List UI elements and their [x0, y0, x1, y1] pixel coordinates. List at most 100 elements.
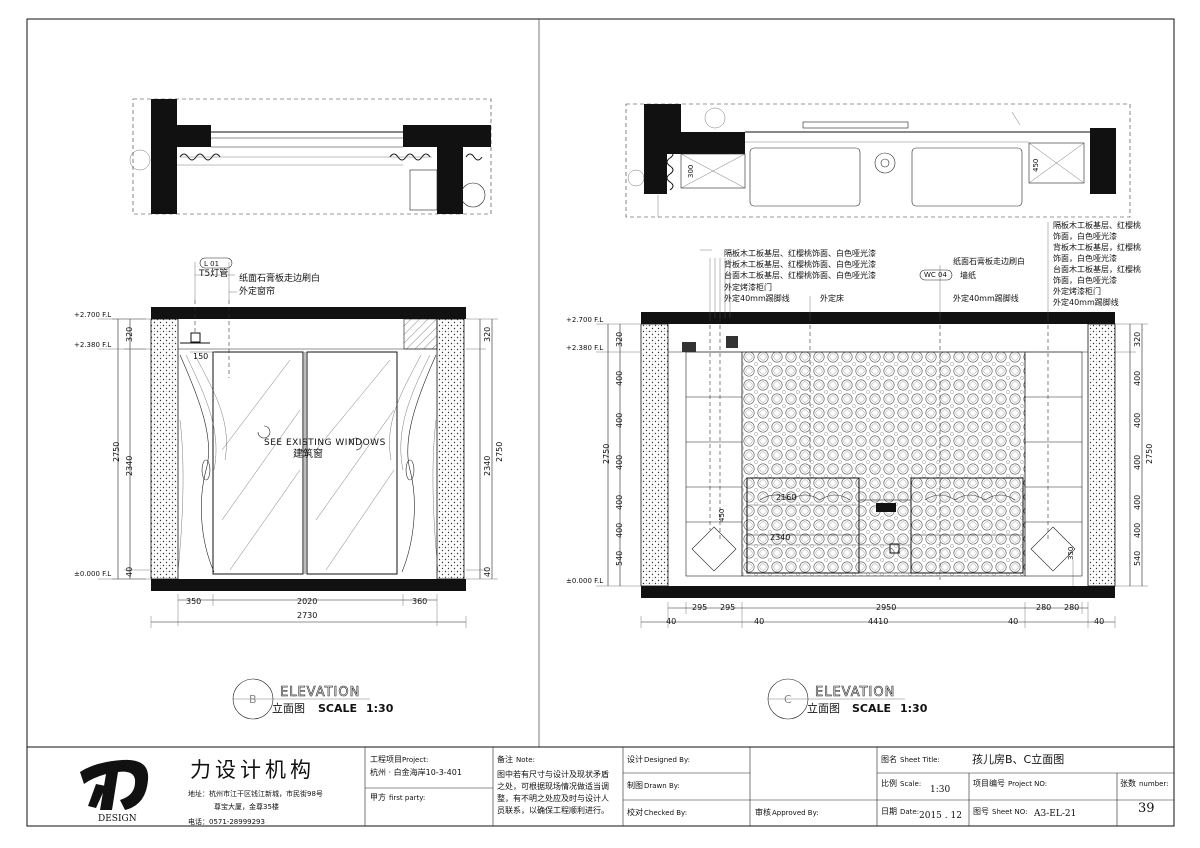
- scale-label-tb: 比例: [881, 779, 897, 788]
- checked-label: 校对: [627, 808, 643, 817]
- company-address-2: 尊宝大厦，金尊35楼: [214, 803, 279, 811]
- approved-label-en: Approved By:: [772, 809, 819, 817]
- note-line: 图中若有尺寸与设计及现状矛盾: [497, 770, 609, 779]
- sheets-label: 张数: [1120, 779, 1136, 788]
- elevation-bubble-c: [767, 678, 905, 720]
- dim-label: 400: [1133, 522, 1142, 538]
- project-no-label: 项目编号: [973, 779, 1005, 788]
- scale-value: 1:30: [366, 702, 394, 715]
- sheet-no-label-en: Sheet NO:: [992, 808, 1028, 816]
- callout-right-5: 台面木工板基层，红樱桃: [1053, 265, 1141, 274]
- note-line: 员联系，以确保工程顺利进行。: [497, 806, 609, 815]
- dim-label: 280: [1064, 603, 1080, 612]
- dim-label: 295: [692, 603, 708, 612]
- designed-label-en: Designed By:: [644, 756, 690, 764]
- project-label-en: Project:: [402, 756, 429, 764]
- dim-label: 280: [1036, 603, 1052, 612]
- dim-label: 320: [1133, 331, 1142, 347]
- date-label: 日期: [881, 807, 897, 816]
- dim-label: 2340: [125, 455, 134, 476]
- level-label: +2.700 F.L: [566, 316, 604, 324]
- curtain-callout: 外定窗帘: [239, 287, 276, 297]
- scale-label: SCALE: [318, 702, 358, 715]
- dim-label: 2020: [297, 597, 318, 606]
- callout-right-8: 外定40mm踢脚线: [1053, 298, 1119, 307]
- dim-label: 320: [615, 331, 624, 347]
- callout-right-1: 隔板木工板基层、红樱桃: [1053, 221, 1141, 230]
- sheet-no-label: 图号: [973, 807, 989, 816]
- dim-label: 400: [615, 522, 624, 538]
- drawn-label-en: Drawn By:: [644, 782, 680, 790]
- note-label-en: Note:: [516, 756, 535, 764]
- dim-label: 400: [615, 494, 624, 510]
- dim-label: 350: [1067, 546, 1075, 560]
- dim-label: 40: [1094, 617, 1105, 626]
- callout-wall-a: 纸面石膏板走边刷白: [953, 257, 1025, 266]
- level-label: +2.700 F.L: [74, 311, 112, 319]
- project-value: 杭州 · 白金海岸10-3-401: [370, 768, 462, 777]
- dim-label: 2950: [876, 603, 897, 612]
- dim-label: 360: [412, 597, 428, 606]
- dim-label: 400: [1133, 370, 1142, 386]
- checked-label-en: Checked By:: [644, 809, 688, 817]
- dim-label: 2750: [1145, 443, 1154, 464]
- callout-wall-b: 墙纸: [960, 271, 976, 280]
- dim-label: 2340: [770, 533, 791, 542]
- callout-cabinet-4: 外定烤漆柜门: [724, 283, 772, 292]
- sheet-title: 孩儿房B、C立面图: [972, 753, 1065, 766]
- callout-right-6: 饰面，白色哑光漆: [1053, 276, 1117, 285]
- sheet-no-value: A3-EL-21: [1034, 809, 1077, 819]
- note-line: 整，有不明之处应及时与设计人: [497, 794, 609, 803]
- party-label: 甲方: [370, 793, 386, 802]
- callout-right-3: 背板木工板基层，红樱桃: [1053, 243, 1141, 252]
- t5-light-callout: T5灯管: [199, 269, 229, 279]
- drawn-label: 制图: [627, 781, 643, 790]
- scale-label: SCALE: [852, 702, 892, 715]
- callout-cabinet-3: 台面木工板基层、红樱桃饰面、白色哑光漆: [724, 271, 876, 280]
- dim-label: 2340: [483, 455, 492, 476]
- dim-label: 400: [615, 412, 624, 428]
- project-no-label-en: Project NO:: [1008, 780, 1048, 788]
- dim-label: 350: [186, 597, 202, 606]
- dim-label: 2730: [297, 611, 318, 620]
- scale-value-tb: 1:30: [930, 785, 951, 795]
- dim-label: 400: [1133, 454, 1142, 470]
- elevation-letter: C: [784, 693, 792, 706]
- level-label: ±0.000 F.L: [566, 577, 604, 585]
- dim-label: 2750: [112, 441, 121, 462]
- right-elevation: [640, 222, 1116, 598]
- dim-label: 320: [483, 326, 492, 342]
- callout-right-4: 饰面，白色哑光漆: [1053, 254, 1117, 263]
- elevation-word: ELEVATION: [815, 685, 896, 700]
- callout-cabinet-2: 背板木工板基层、红樱桃饰面、白色哑光漆: [724, 260, 876, 269]
- elevation-letter: B: [249, 693, 257, 706]
- company-address-1: 地址：杭州市江干区钱江新城，市民街98号: [188, 790, 323, 798]
- dim-label: 150: [193, 352, 209, 361]
- wall-tag: WC 04: [924, 271, 947, 279]
- sheets-label-en: number:: [1139, 780, 1169, 788]
- dim-label: 2750: [495, 441, 504, 462]
- dim-label: 40: [125, 566, 134, 577]
- note-line: 之处，可根据现场情况做适当调: [497, 782, 609, 791]
- date-value: 2015 . 12: [919, 811, 962, 821]
- date-label-en: Date:: [900, 808, 920, 816]
- dim-label: 295: [720, 603, 736, 612]
- callout-cabinet-1: 隔板木工板基层、红樱桃饰面、白色哑光漆: [724, 249, 876, 258]
- dim-label: 2160: [776, 493, 797, 502]
- scale-value: 1:30: [900, 702, 928, 715]
- window-label-cn: 建筑窗: [293, 449, 323, 460]
- gypsum-board-callout: 纸面石膏板走边刷白: [239, 274, 321, 284]
- right-plan: [625, 103, 1131, 218]
- level-label: +2.380 F.L: [74, 341, 112, 349]
- window-label-en: SEE EXISTING WINDOWS: [264, 438, 386, 448]
- dim-label: 400: [615, 454, 624, 470]
- left-elevation: [150, 257, 466, 591]
- sheet-title-label: 图名: [881, 755, 897, 764]
- dim-label: 320: [125, 326, 134, 342]
- dim-label: 4410: [868, 617, 889, 626]
- callout-cabinet-5: 外定40mm踢脚线: [724, 294, 790, 303]
- right-dimensions: [596, 323, 1148, 628]
- title-block: [27, 746, 1174, 826]
- plan-tag: 450: [1032, 158, 1040, 172]
